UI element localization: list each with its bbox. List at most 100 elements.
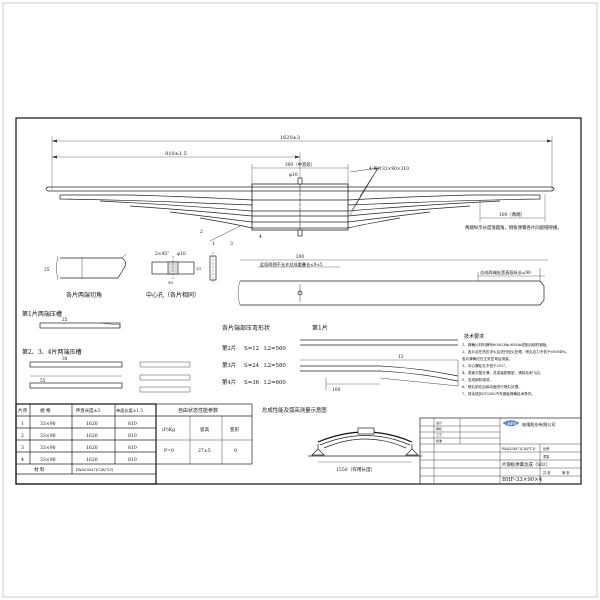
svg-text:1620: 1620 xyxy=(86,433,98,439)
free-state-table: 自由状态性能参数 (P)Kg 弧高 变形 P=0 27±5 0 xyxy=(155,403,253,465)
svg-text:S=12: S=12 xyxy=(244,346,259,352)
svg-text:4: 4 xyxy=(21,457,24,463)
chamfer-dim: 2×45° xyxy=(155,252,169,257)
company-name: 庞隆股份有限公司 xyxy=(522,421,556,428)
field-weight: 重量 xyxy=(543,454,550,459)
field-scale: 比例 xyxy=(543,446,549,451)
svg-text:S=24: S=24 xyxy=(244,363,260,369)
svg-text:33×90: 33×90 xyxy=(40,433,56,439)
bolt-dim: φ10 xyxy=(289,173,298,178)
curve-dim-l: 100 xyxy=(332,388,341,393)
svg-text:L2=580: L2=580 xyxy=(264,363,286,369)
press-dim-3: 55 xyxy=(40,378,46,383)
svg-text:2: 2 xyxy=(21,433,24,439)
assembly-sketch-title: 总成性能及弧高测量示意图 xyxy=(262,406,327,414)
end-curve-section: 各片端部压弯形状 第1片 第2片 S=12 L2=560 第3片 S=24 L2… xyxy=(222,324,459,393)
svg-text:810: 810 xyxy=(128,433,137,439)
center-hole-label: 中心孔（各片相同） xyxy=(146,291,200,299)
free-val-p: P=0 xyxy=(164,448,174,454)
center-hole-detail: 2×45° φ10 33 90 中心孔（各片相同） xyxy=(146,252,217,299)
col-header-length: 伸直长度±3 xyxy=(76,407,100,414)
rev-field-1: 设计 xyxy=(436,420,442,425)
end-length-dim: 100（两端） xyxy=(499,211,525,218)
svg-text:L2=600: L2=600 xyxy=(264,380,286,386)
thickness-dim: 33 xyxy=(196,266,202,271)
straight-length-dim: 300 xyxy=(296,255,305,260)
field-sheet-no: 第 张 xyxy=(562,470,570,475)
svg-text:810: 810 xyxy=(128,445,137,451)
tech-note-1: 1、弹簧片材料牌号60Si2Mn/65Mn或相近钢材钢板。 xyxy=(462,342,550,347)
tech-note-5: 4、表面平整光滑，总成装配紧密，清除毛刺飞边。 xyxy=(462,370,543,375)
assembly-sketch: 总成性能及弧高测量示意图 1550（作用长度） xyxy=(262,406,422,473)
press-dim-1: 25 xyxy=(62,317,68,322)
svg-text:33×90: 33×90 xyxy=(40,421,56,427)
svg-text:S=36: S=36 xyxy=(244,380,260,386)
svg-text:第3片: 第3片 xyxy=(222,361,236,369)
col-header-spec: 规 格 xyxy=(40,407,51,414)
curve-row-1: 第2片 S=12 L2=560 xyxy=(222,344,286,352)
rev-field-2: 审核 xyxy=(436,426,442,431)
spring-top-view: 1620±3 810±1.5 300（中直段） φ10 4-每片33× xyxy=(45,135,562,247)
callout-4: 4 xyxy=(259,234,262,240)
tech-notes: 技术要求 1、弹簧片材料牌号60Si2Mn/65Mn或相近钢材钢板。 2、各片应… xyxy=(462,333,569,396)
svg-text:L2=560: L2=560 xyxy=(264,346,286,352)
leaf-spec-label: 4-每片33×90×310 xyxy=(369,165,409,172)
end-note: 两端纵示长度值圆角，侧板弹簧各片间留缝隙撞。 xyxy=(465,224,562,231)
col-header-half: 单面长度±1.5 xyxy=(116,407,143,414)
center-length-dim: 300（中直段） xyxy=(285,161,315,168)
svg-text:第2片: 第2片 xyxy=(222,344,236,352)
svg-text:SFT: SFT xyxy=(508,421,517,426)
table-row: 3 33×90 1620 810 xyxy=(21,445,137,451)
tech-note-7: 6、喷丸前在后纵向面进行喷丸处理。 xyxy=(462,384,522,389)
svg-text:3: 3 xyxy=(21,445,24,451)
tech-notes-title: 技术要求 xyxy=(464,333,484,340)
press-groove-section: 第1片两端压槽 25 第2、3、4片两端压槽 30 55 xyxy=(22,310,191,393)
drawing-border xyxy=(15,117,582,485)
col-header-no: 片序 xyxy=(18,407,28,414)
hole-dia-dim: φ10 xyxy=(177,252,186,257)
svg-text:1620: 1620 xyxy=(86,445,98,451)
company-logo-icon: SFT xyxy=(502,420,520,427)
callout-1: 1 xyxy=(212,241,215,247)
svg-text:810: 810 xyxy=(128,457,137,463)
curve-leaf-label: 第1片 xyxy=(312,324,328,332)
end-cut-label: 各片两端切角 xyxy=(66,291,102,299)
end-cut-dim: 25 xyxy=(44,268,50,273)
title-block: 设计 审核 工艺 批准 SFT 庞隆股份有限公司 FAS55Si7(CAV-T.… xyxy=(419,417,582,485)
curve-label: 各片端部压弯形状 xyxy=(222,324,270,332)
callout-3: 3 xyxy=(230,241,233,247)
svg-text:1620: 1620 xyxy=(86,457,98,463)
leaf1-straight-detail: 300 此段两侧不允许总成重叠长≤9±5 总成两端处宽直段纵长≤90 xyxy=(237,255,548,306)
rev-field-4: 批准 xyxy=(436,438,442,443)
curve-dim-s: 12 xyxy=(398,355,404,360)
table-row: 2 33×90 1620 810 xyxy=(21,433,137,439)
free-col-p: (P)Kg xyxy=(162,426,175,433)
material-label: 材 料 xyxy=(34,466,45,473)
span-dim: 1550（作用长度） xyxy=(336,466,375,473)
rev-field-3: 工艺 xyxy=(436,432,442,437)
half-length-dim: 810±1.5 xyxy=(165,151,187,157)
free-val-arc: 27±5 xyxy=(198,448,211,454)
svg-text:第4片: 第4片 xyxy=(222,378,236,386)
press-label-1: 第1片两端压槽 xyxy=(22,310,62,318)
tech-note-6: 5、总成刷防锈漆。 xyxy=(462,377,493,382)
press-dim-2: 30 xyxy=(62,356,68,361)
field-sheets: 共 张 xyxy=(543,470,551,475)
svg-text:33×90: 33×90 xyxy=(40,457,56,463)
tech-note-8: 7、其余按JB/T3383汽车钢板弹簧技术条件。 xyxy=(462,391,535,396)
overall-length-dim: 1620±3 xyxy=(280,135,300,141)
straight-note-left: 此段两侧不允许总成重叠长≤9±5 xyxy=(260,261,323,268)
product-code: BHF-33×90×4 xyxy=(502,477,543,483)
tech-note-3: 各片弹簧应在正负压弯后测量。 xyxy=(462,356,512,361)
params-table: 片序 规 格 伸直长度±3 单面长度±1.5 1 33×90 1620 810 … xyxy=(15,403,157,485)
straight-note-right: 总成两端处宽直段纵长≤90 xyxy=(480,269,531,276)
tech-note-4: 3、中心螺栓孔不低于215°。 xyxy=(462,363,509,368)
svg-text:1: 1 xyxy=(21,421,24,427)
callout-2: 2 xyxy=(200,229,203,235)
material-value: FAS55Si7(CAV-T.I) xyxy=(76,467,114,472)
tech-note-2: 2、各片应在热压淬火后进行回火处理，喷丸应力不低于600MPa。 xyxy=(462,349,569,354)
free-col-arc: 弧高 xyxy=(200,426,210,433)
free-state-title: 自由状态性能参数 xyxy=(178,407,218,414)
product-name: 片钢板弹簧总成（S02） xyxy=(502,461,550,468)
